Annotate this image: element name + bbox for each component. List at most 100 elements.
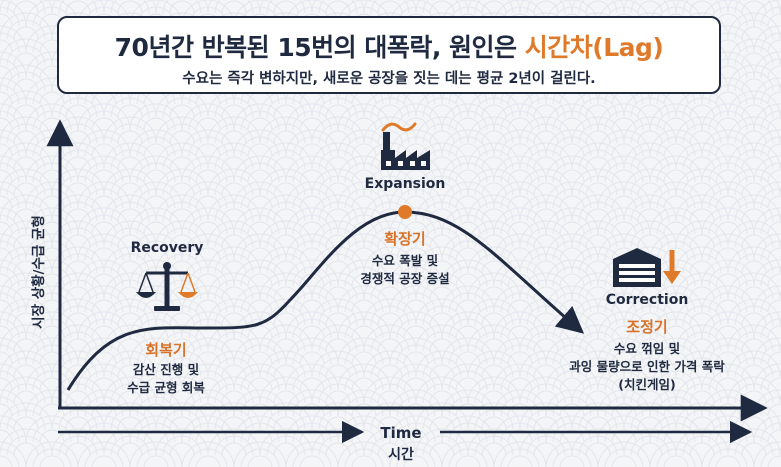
wave-arc [403,403,429,417]
wave-arc [597,441,651,467]
wave-arc [136,214,176,235]
wave-arc [110,409,150,430]
wave-arc [481,234,507,248]
wave-arc [117,416,143,430]
wave-arc [181,285,235,313]
wave-arc [474,305,514,326]
wave-arc [136,188,176,209]
wave-arc [32,162,72,183]
wave-arc [325,130,351,144]
wave-arc [545,441,599,467]
wave-arc [500,318,540,339]
wave-arc [325,442,351,456]
warehouse-down-icon [613,248,681,287]
wave-arc [623,194,677,222]
wave-arc [6,357,46,378]
wave-arc [689,390,715,404]
factory-icon [381,122,430,170]
wave-arc [533,104,559,118]
wave-arc [507,351,533,365]
wave-arc [318,435,358,456]
wave-arc [526,357,566,378]
wave-arc [585,286,611,300]
wave-arc [767,13,781,27]
wave-arc [519,168,573,196]
wave-arc [623,116,677,144]
wave-arc [545,129,599,157]
wave-arc [734,123,774,144]
wave-arc [604,448,644,467]
wave-arc [188,110,228,131]
wave-arc [6,201,46,222]
wave-arc [6,435,46,456]
wave-arc [39,325,65,339]
wave-arc [377,130,403,144]
wave-arc [318,305,358,326]
wave-arc [155,376,209,404]
wave-arc [247,117,273,131]
wave-arc [623,350,677,378]
wave-arc [429,130,455,144]
wave-arc [708,344,748,365]
wave-arc [299,143,325,157]
wave-arc [481,286,507,300]
wave-arc [715,117,741,131]
wave-arc [396,344,436,365]
wave-arc [656,136,696,157]
wave-arc [526,435,566,456]
wave-arc [58,0,98,14]
wave-arc [578,97,618,118]
wave-arc [760,266,781,287]
wave-arc [117,130,143,144]
wave-arc [630,97,670,118]
wave-arc [337,233,391,261]
wave-arc [195,377,221,391]
wave-arc [0,370,20,391]
wave-arc [273,416,299,430]
wave-arc [188,422,228,443]
wave-arc [637,208,663,222]
wave-arc [77,389,131,417]
wave-arc [77,0,131,27]
wave-arc [727,0,781,14]
wave-arc [103,350,157,378]
wave-arc [214,383,254,404]
wave-arc [370,331,410,352]
wave-arc [389,259,443,287]
page-title: 70년간 반복된 15번의 대폭락, 원인은 시간차(Lag) [59,28,719,64]
wave-arc [455,403,481,417]
wave-arc [760,84,781,105]
wave-arc [110,383,150,404]
wave-arc [415,168,469,196]
wave-arc [325,312,351,326]
wave-arc [299,299,325,313]
wave-arc [240,344,280,365]
wave-arc [481,442,507,456]
wave-arc [403,273,429,287]
wave-arc [103,298,157,326]
wave-arc [715,403,741,417]
wave-arc [325,390,351,404]
wave-arc [429,104,455,118]
wave-arc [344,188,384,209]
wave-arc [519,246,573,274]
wave-arc [0,143,13,157]
wave-arc [39,429,65,443]
wave-arc [188,240,228,261]
wave-arc [91,325,117,339]
wave-arc [448,292,488,313]
wave-arc [285,155,339,183]
wave-arc [507,429,533,443]
wave-arc [77,103,131,131]
wave-arc [403,221,429,235]
wave-arc [221,416,247,430]
wave-arc [519,0,573,14]
wave-arc [25,0,79,27]
wave-arc [585,260,611,274]
wave-arc [195,117,221,131]
wave-arc [77,233,131,261]
wave-arc [760,422,781,443]
wave-arc [493,311,547,339]
wave-arc [6,279,46,300]
wave-arc [415,194,469,222]
